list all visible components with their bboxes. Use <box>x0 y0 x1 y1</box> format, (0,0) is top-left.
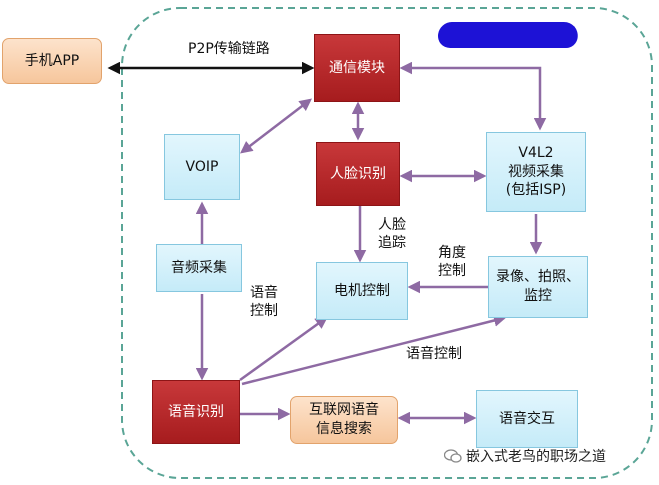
motor-control-node: 电机控制 <box>316 262 408 320</box>
p2p-link-label: P2P传输链路 <box>188 41 270 57</box>
redaction-scribble <box>436 22 580 48</box>
watermark-text: 嵌入式老鸟的职场之道 <box>466 449 606 465</box>
voice-control-label-left: 语音 控制 <box>250 285 278 320</box>
v4l2-node: V4L2 视频采集 (包括ISP) <box>486 132 586 212</box>
speech-record-arrow <box>241 314 507 386</box>
comm-v4l2-arrow <box>399 61 547 131</box>
voip-node: VOIP <box>164 134 240 200</box>
angle-control-label: 角度 控制 <box>438 245 466 280</box>
wechat-icon <box>444 449 462 463</box>
face-recognition-node: 人脸识别 <box>316 142 400 206</box>
comm-module-node: 通信模块 <box>314 34 400 102</box>
speech-motor-arrow <box>239 316 329 382</box>
watermark: 嵌入式老鸟的职场之道 <box>444 446 606 466</box>
system-boundary <box>121 7 653 479</box>
phone-app-node: 手机APP <box>2 38 102 84</box>
voice-control-label-right: 语音控制 <box>406 346 462 362</box>
speech-recognition-node: 语音识别 <box>152 380 240 444</box>
internet-voice-search-node: 互联网语音 信息搜索 <box>290 396 398 444</box>
comm-voip-arrow <box>240 98 312 154</box>
face-tracking-label: 人脸 追踪 <box>378 217 406 252</box>
record-photo-monitor-node: 录像、拍照、 监控 <box>488 256 588 318</box>
audio-capture-node: 音频采集 <box>156 244 242 292</box>
voice-interaction-node: 语音交互 <box>476 390 578 448</box>
